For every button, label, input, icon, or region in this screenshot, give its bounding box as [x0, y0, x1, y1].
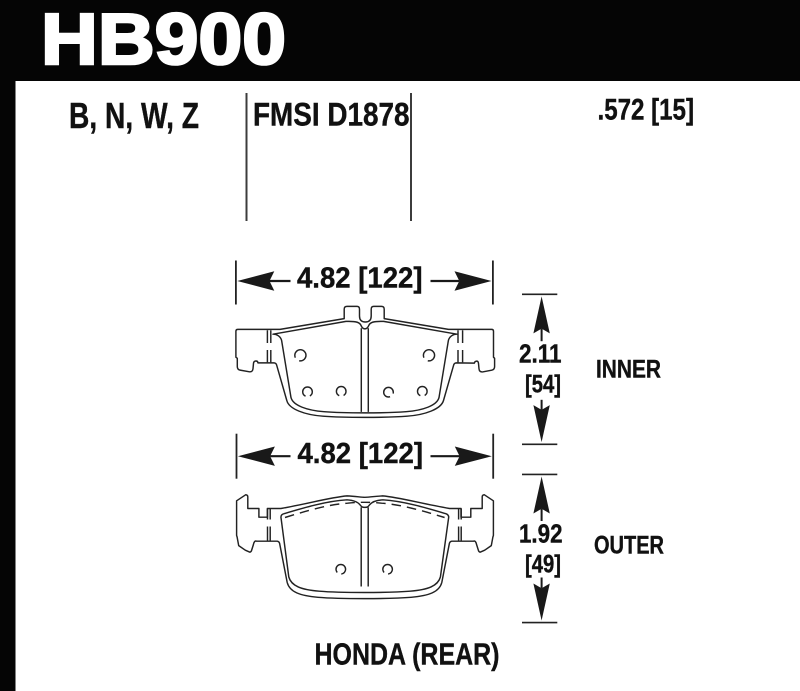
svg-text:4.82 [122]: 4.82 [122] — [297, 262, 423, 294]
svg-text:FMSI D1878: FMSI D1878 — [253, 97, 410, 133]
svg-text:HB900: HB900 — [41, 0, 286, 80]
svg-text:[54]: [54] — [525, 371, 561, 399]
svg-text:1.92: 1.92 — [519, 518, 563, 548]
svg-text:2.11: 2.11 — [519, 338, 562, 368]
svg-text:[49]: [49] — [525, 550, 561, 578]
svg-text:HONDA (REAR): HONDA (REAR) — [315, 638, 500, 672]
svg-text:4.82 [122]: 4.82 [122] — [298, 438, 424, 470]
svg-text:B, N, W, Z: B, N, W, Z — [69, 95, 199, 136]
svg-text:.572 [15]: .572 [15] — [598, 93, 695, 126]
svg-text:OUTER: OUTER — [594, 533, 664, 560]
svg-text:INNER: INNER — [596, 356, 661, 383]
